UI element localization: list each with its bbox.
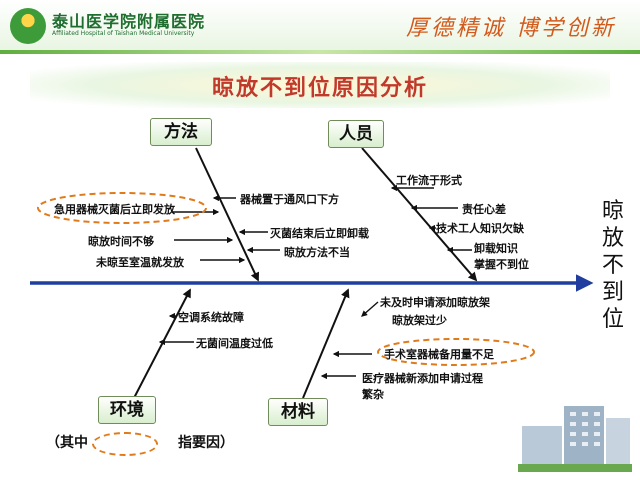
cause-arrow — [361, 301, 379, 317]
slide-title: 晾放不到位原因分析 — [211, 76, 428, 101]
title-glow — [30, 62, 610, 108]
header-divider — [0, 50, 640, 54]
effect-label: 晾 放 不 到 位 — [601, 199, 624, 332]
cause-label: 无菌间温度过低 — [196, 337, 273, 350]
cause-label: 器械置于通风口下方 — [240, 193, 339, 206]
legend-suffix: 指要因） — [178, 435, 234, 451]
hospital-name: 泰山医学院附属医院 — [52, 12, 206, 31]
hospital-logo — [10, 8, 46, 44]
cause-label: 卸载知识 — [474, 242, 518, 255]
cause-label: 繁杂 — [362, 388, 384, 401]
cause-label: 未及时申请添加晾放架 — [380, 296, 490, 309]
cause-label: 工作流于形式 — [396, 174, 462, 187]
cause-label: 未晾至室温就发放 — [96, 256, 184, 269]
hospital-english-name: Affiliated Hospital of Taishan Medical U… — [52, 30, 195, 37]
cause-label: 晾放方法不当 — [284, 246, 350, 259]
bone-material — [302, 288, 350, 399]
bone-method — [195, 147, 260, 282]
cause-label: 晾放时间不够 — [88, 235, 154, 248]
cause-label: 技术工人知识欠缺 — [436, 222, 524, 235]
cause-label: 空调系统故障 — [178, 311, 244, 324]
cause-label: 责任心差 — [462, 203, 506, 216]
key-cause-ring — [37, 192, 207, 224]
legend-ring-icon — [92, 432, 158, 456]
cause-label-key: 手术室器械备用量不足 — [384, 348, 494, 361]
legend-prefix: （其中 — [46, 435, 88, 451]
bone-environment — [133, 288, 191, 399]
hospital-building-icon — [518, 406, 632, 472]
slide-header — [0, 0, 640, 52]
category-material: 材料 — [268, 398, 328, 426]
category-personnel: 人员 — [328, 120, 384, 148]
cause-label: 灭菌结束后立即卸载 — [270, 227, 369, 240]
category-method: 方法 — [150, 118, 212, 146]
hospital-motto: 厚德精诚 博学创新 — [406, 16, 616, 41]
category-environment: 环境 — [98, 396, 156, 424]
cause-label: 掌握不到位 — [474, 258, 529, 271]
bone-personnel — [361, 147, 478, 282]
cause-label: 晾放架过少 — [392, 314, 447, 327]
cause-label: 医疗器械新添加申请过程 — [362, 372, 483, 385]
key-cause-ring — [377, 338, 535, 366]
cause-label-key: 急用器械灭菌后立即发放 — [54, 203, 175, 216]
